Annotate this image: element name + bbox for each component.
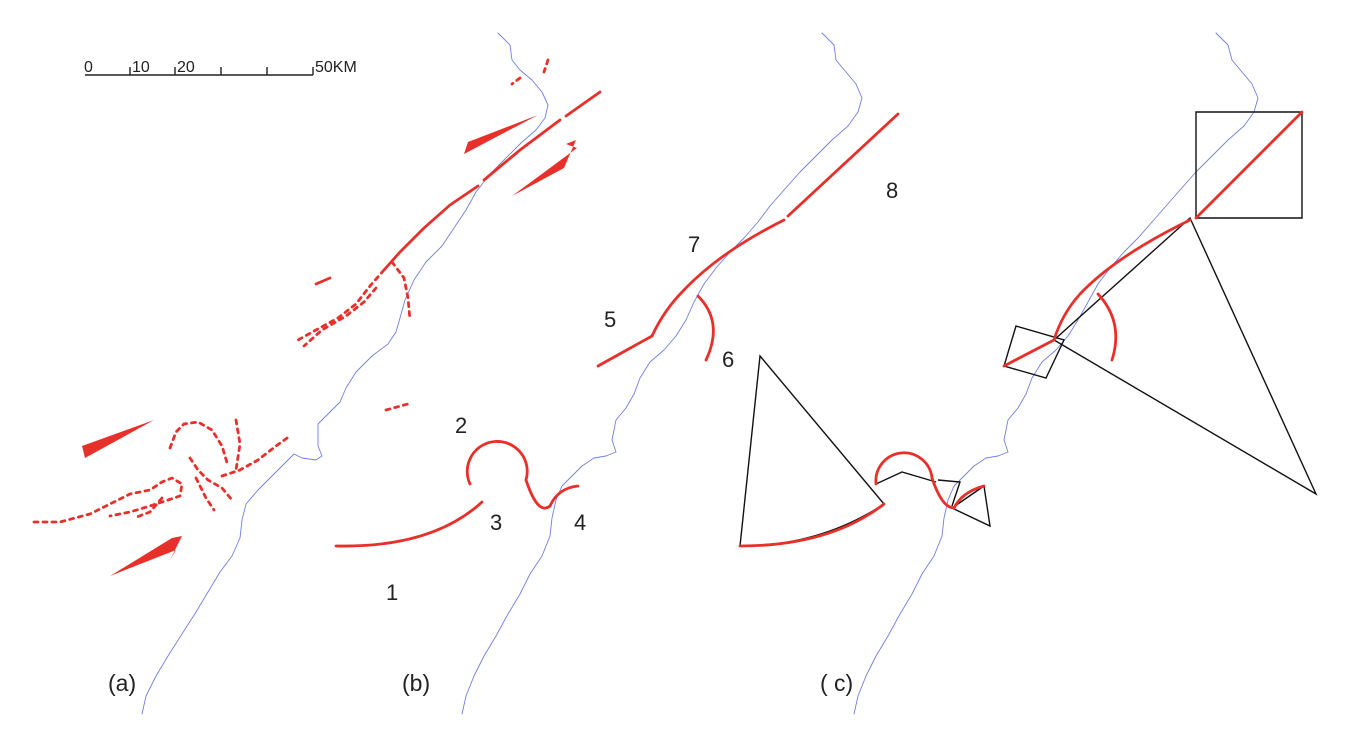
half-arrow-icon — [82, 420, 154, 458]
panel-label-b: (b) — [402, 670, 430, 696]
coastline — [853, 32, 1259, 715]
panel-label-c: ( c) — [820, 670, 853, 696]
fault-trace — [234, 418, 242, 472]
fault-segment-5 — [596, 334, 654, 368]
fault-trace — [188, 456, 234, 502]
segment-label-3: 3 — [490, 510, 502, 535]
arc-sector — [937, 479, 961, 507]
fault-trace — [510, 58, 550, 86]
fault-trace — [382, 184, 480, 272]
fault-segment-3 — [930, 476, 956, 510]
fault-trace — [384, 402, 410, 412]
half-arrow-icon — [82, 115, 577, 576]
arc-sector — [950, 484, 991, 528]
fault-segment-7 — [1052, 218, 1192, 342]
fault-trace — [302, 286, 378, 348]
half-arrow-icon — [512, 140, 577, 196]
segment-label-7: 7 — [688, 232, 700, 257]
fault-segment-5 — [1002, 338, 1056, 368]
fault-trace — [132, 476, 216, 520]
coastline — [141, 32, 549, 715]
segment-label-6: 6 — [722, 347, 734, 372]
scale-tick-label-50km: 50KM — [315, 59, 357, 76]
fault-segment-1 — [738, 502, 886, 548]
scale-tick-label-20: 20 — [177, 59, 195, 76]
bounding-square — [1195, 111, 1303, 219]
fault-segment-1 — [334, 500, 484, 548]
half-arrow-icon — [110, 536, 182, 576]
fault-segment-4 — [548, 484, 580, 508]
panel-a: (a) — [32, 32, 602, 715]
segment-label-1: 1 — [386, 580, 398, 605]
fault-trace — [482, 118, 562, 182]
arc-sector — [1052, 216, 1318, 496]
fault-trace — [390, 260, 412, 322]
fault-segment-8 — [1194, 110, 1304, 220]
scale-tick-label-10: 10 — [132, 59, 150, 76]
fault-segment-7 — [650, 218, 786, 338]
fault-segment-2 — [874, 451, 934, 486]
fault-trace — [168, 420, 230, 468]
fault-trace — [296, 268, 386, 342]
fault-segment-2 — [465, 440, 529, 486]
segment-label-4: 4 — [574, 510, 586, 535]
fault-trace — [32, 476, 184, 524]
fault-segment-3 — [524, 478, 552, 510]
fault-segment-8 — [786, 112, 900, 218]
panel-b: 1 2 3 4 5 6 7 8 (b) — [334, 32, 900, 715]
half-arrow-icon — [464, 115, 538, 154]
fault-segment-6 — [1096, 292, 1118, 362]
segment-label-2: 2 — [455, 413, 467, 438]
fault-segment-4 — [952, 484, 986, 510]
coastline — [461, 32, 863, 715]
segment-label-8: 8 — [886, 178, 898, 203]
panel-label-a: (a) — [108, 670, 136, 696]
fault-trace — [314, 276, 332, 286]
fault-segment-6 — [696, 294, 715, 362]
fault-trace — [564, 90, 602, 118]
scale-bar: 0 10 20 50KM — [84, 59, 357, 76]
panel-c: ( c) — [738, 32, 1318, 715]
bounding-square — [1003, 325, 1065, 379]
segment-label-5: 5 — [604, 307, 616, 332]
fault-trace — [220, 434, 292, 478]
arc-sector — [875, 471, 937, 485]
scale-tick-label-0: 0 — [84, 59, 93, 76]
